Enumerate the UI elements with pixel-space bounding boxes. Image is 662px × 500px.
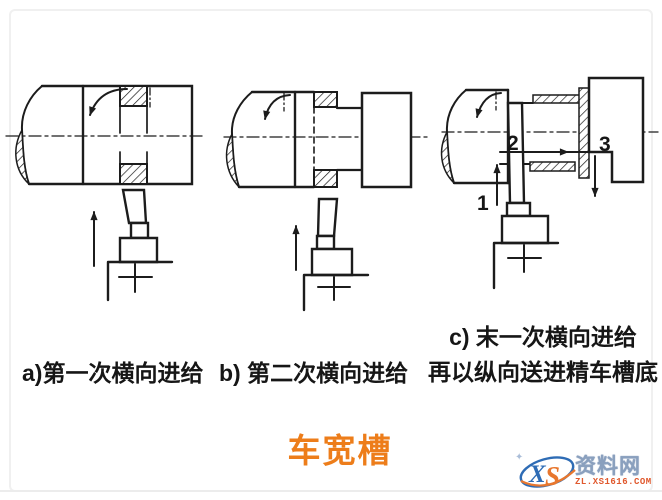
- rotation-arrow: [263, 94, 291, 120]
- watermark-site-url: ZL.XS1616.COM: [575, 477, 652, 487]
- xs-logo-icon: X S: [519, 456, 576, 491]
- cut-hatch-top: [119, 85, 148, 107]
- tool-shank: [310, 247, 354, 277]
- finish-allowance-hatch-bottom: [529, 161, 576, 172]
- logo-letter-x: X: [528, 461, 547, 488]
- rotation-arrow: [475, 92, 502, 118]
- caption-a: a)第一次横向进给: [22, 360, 204, 386]
- tool-blade: [316, 197, 339, 238]
- toolpost-base-line: [106, 260, 174, 302]
- groove-wall-lines: [119, 105, 148, 165]
- watermark: ✦ X S 资料网 ZL.XS1616.COM: [514, 449, 662, 495]
- caption-c-line1: c) 末一次横向进给: [449, 324, 637, 350]
- logo-letter-s: S: [545, 461, 560, 491]
- cut-hatch-top: [313, 91, 338, 108]
- right-flange: [587, 76, 645, 184]
- sparkle-icon: ✦: [515, 452, 524, 463]
- toolpost-cross: [118, 263, 153, 293]
- tool-shank: [500, 214, 550, 245]
- tool-neck: [315, 234, 336, 251]
- rotation-arrow: [89, 88, 128, 116]
- step3-label: 3: [599, 133, 611, 156]
- grooving-tool-b: [302, 197, 370, 312]
- tool-neck: [129, 221, 150, 240]
- page-title: 车宽槽: [287, 432, 393, 469]
- toolpost-cross: [507, 244, 542, 273]
- toolpost-base-line: [492, 241, 560, 290]
- break-crescent-hatch: [440, 129, 455, 184]
- step1-label: 1: [477, 192, 489, 215]
- diagram-a: [5, 84, 207, 302]
- break-crescent-hatch: [15, 127, 30, 185]
- finish-allowance-hatch-rightwall: [578, 87, 590, 179]
- finish-allowance-hatch-top: [532, 94, 587, 104]
- cut-groove-bottom-lines: [335, 106, 364, 172]
- cut-hatch-bottom: [313, 169, 338, 188]
- diagram-b: [223, 90, 429, 312]
- watermark-site-name: 资料网: [575, 455, 641, 478]
- caption-c-line2: 再以纵向送进精车槽底: [428, 359, 658, 385]
- caption-c: c) 末一次横向进给 再以纵向送进精车槽底: [424, 320, 662, 390]
- tool-neck: [505, 201, 532, 218]
- tool-blade: [121, 188, 148, 225]
- right-cylinder: [360, 91, 413, 189]
- caption-b: b) 第二次横向进给: [219, 360, 409, 386]
- grooving-tool-c: [492, 101, 560, 290]
- tool-shank: [118, 236, 159, 264]
- break-crescent-hatch: [225, 131, 240, 188]
- photo-frame-bottom-edge: [0, 490, 662, 492]
- workpiece-outline: [27, 84, 194, 186]
- cut-hatch-bottom: [119, 163, 148, 185]
- toolpost-base-line: [302, 273, 370, 312]
- diagram-c: 1 2 3: [440, 76, 659, 290]
- step2-label: 2: [507, 132, 519, 155]
- toolpost-cross: [317, 276, 351, 301]
- grooving-tool-a: [106, 188, 174, 302]
